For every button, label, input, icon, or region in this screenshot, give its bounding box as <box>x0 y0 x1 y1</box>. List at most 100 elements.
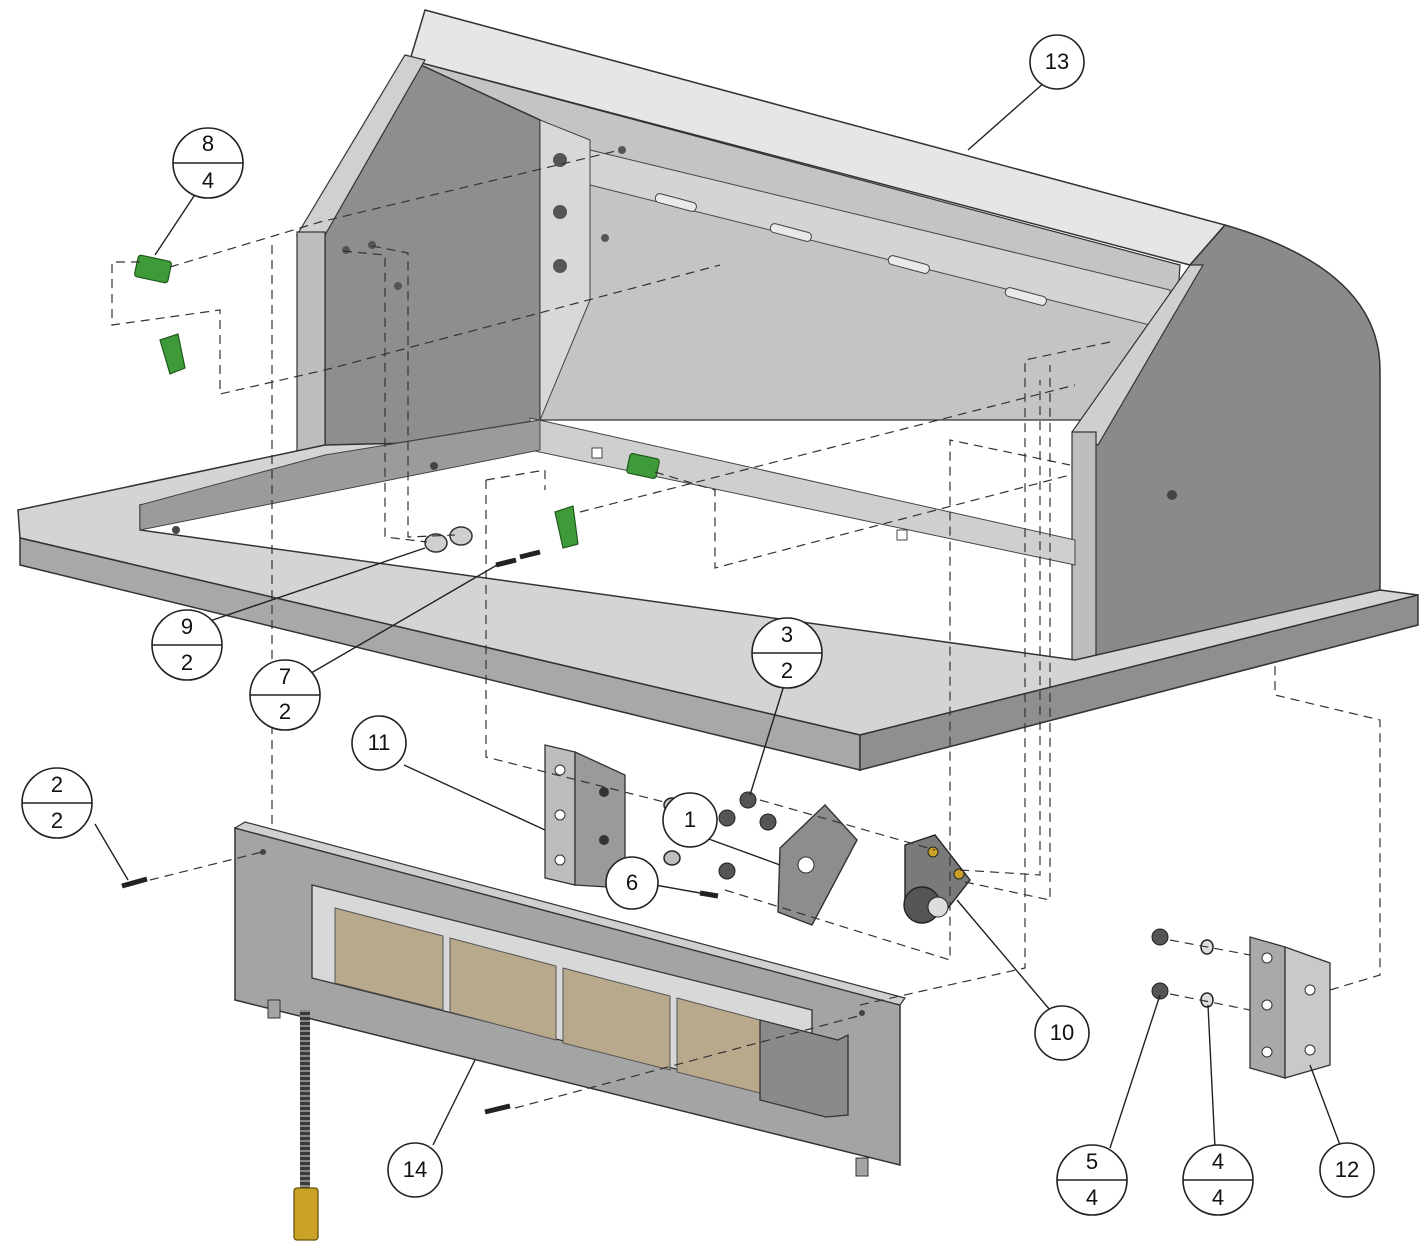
screw-head-3b <box>759 813 777 831</box>
hood-slots <box>654 193 1047 306</box>
clip-green-2 <box>159 333 186 375</box>
bracket-11-stud-2 <box>599 835 609 845</box>
clip-green-4 <box>554 505 579 549</box>
screw-head-1a <box>718 809 736 827</box>
callout-3-part: 3 <box>781 622 793 647</box>
bracket-11-hole-2 <box>554 809 566 821</box>
leader-lines <box>94 81 1341 1149</box>
callout-13-part: 13 <box>1045 49 1069 74</box>
brass-fitting <box>293 1187 319 1241</box>
grommet-2 <box>449 526 473 546</box>
callout-13: 13 <box>1029 34 1085 90</box>
callout-10: 10 <box>1034 1005 1090 1061</box>
callout-6-part: 6 <box>626 870 638 895</box>
clip-green-1 <box>134 254 172 284</box>
callout-14: 14 <box>387 1142 443 1198</box>
callout-12: 12 <box>1319 1142 1375 1198</box>
callout-4-part: 4 <box>1212 1149 1224 1174</box>
burner-panel-top-edge <box>233 821 906 1006</box>
callout-8-qty: 4 <box>202 168 214 193</box>
callout-1-part: 1 <box>684 807 696 832</box>
frame-hole-b <box>430 462 438 470</box>
hood-lower-rail <box>529 417 1076 566</box>
clip-green-3 <box>626 453 660 479</box>
base-frame <box>17 419 1419 771</box>
screw-6 <box>699 890 719 899</box>
callout-5-part: 5 <box>1086 1149 1098 1174</box>
hood-right-hole <box>1167 490 1177 500</box>
ignitor-assembly-10 <box>903 834 971 924</box>
callout-3-qty: 2 <box>781 658 793 683</box>
callout-4-qty: 4 <box>1212 1185 1224 1210</box>
frame-inner-left-wall <box>139 419 541 531</box>
bracket-12-hole-2 <box>1261 999 1273 1011</box>
screw-14 <box>484 1103 511 1115</box>
callout-8: 8 4 <box>172 127 244 199</box>
callout-11-part: 11 <box>368 730 391 755</box>
callout-6: 6 <box>605 856 659 910</box>
callout-9-part: 9 <box>181 614 193 639</box>
clip-parts <box>134 254 660 549</box>
bracket-11 <box>544 744 626 889</box>
ignitor-hub <box>927 896 949 918</box>
bracket-11-hole-3 <box>554 854 566 866</box>
rail-slot-a <box>591 447 603 459</box>
bracket-12-hole-3 <box>1261 1046 1273 1058</box>
mounting-plate <box>777 803 858 926</box>
hood-right-trim-post <box>1071 431 1097 661</box>
callout-8-part: 8 <box>202 131 214 156</box>
callout-2: 2 2 <box>21 767 93 839</box>
bolt-5a <box>1151 928 1169 946</box>
ignitor-terminal-1 <box>927 846 939 858</box>
bolt-5b <box>1151 982 1169 1000</box>
callout-5-qty: 4 <box>1086 1185 1098 1210</box>
grommet-1 <box>424 533 448 553</box>
small-hardware <box>424 526 541 568</box>
callout-2-part: 2 <box>51 772 63 797</box>
callout-9-qty: 2 <box>181 650 193 675</box>
bracket-12-hole-4 <box>1304 984 1316 996</box>
callout-7: 7 2 <box>249 659 321 731</box>
bracket-11-hole-1 <box>554 764 566 776</box>
bracket-12-hole-1 <box>1261 952 1273 964</box>
screw-7b <box>519 549 541 560</box>
bracket-12-group <box>1151 928 1331 1079</box>
ignitor-terminal-2 <box>953 868 965 880</box>
burner-end-cap <box>759 1019 849 1118</box>
callout-2-qty: 2 <box>51 808 63 833</box>
frame-hole-a <box>172 526 180 534</box>
burner-panel-hole-left <box>260 849 266 855</box>
burner-panel-hole-right <box>859 1010 865 1016</box>
callout-5: 5 4 <box>1056 1144 1128 1216</box>
callout-1: 1 <box>662 792 718 848</box>
bracket-12-hole-5 <box>1304 1044 1316 1056</box>
hood-left-side-panel <box>324 59 541 456</box>
burner-panel-14 <box>121 821 906 1241</box>
callout-7-qty: 2 <box>279 699 291 724</box>
hood-housing <box>295 9 1381 661</box>
callout-14-part: 14 <box>403 1157 427 1182</box>
frame-right-edge <box>859 594 1419 771</box>
screw-head-1b <box>718 862 736 880</box>
assembly-lines <box>111 149 1381 1109</box>
nut-1b <box>663 850 681 866</box>
callout-3: 3 2 <box>751 617 823 689</box>
callout-7-part: 7 <box>279 664 291 689</box>
burner-foot-left <box>267 999 281 1019</box>
hood-left-trim-post <box>296 231 326 455</box>
hood-right-trim <box>1071 264 1205 446</box>
callout-4: 4 4 <box>1182 1144 1254 1216</box>
bracket-12-side-flange <box>1284 946 1331 1079</box>
screw-7a <box>495 557 517 568</box>
callout-11: 11 <box>351 715 407 771</box>
callout-balloons: 13 8 4 9 2 7 2 3 2 <box>21 34 1375 1216</box>
rail-slot-b <box>896 529 908 541</box>
burner-foot-right <box>855 1157 869 1177</box>
callout-12-part: 12 <box>1335 1157 1359 1182</box>
callout-9: 9 2 <box>151 609 223 681</box>
mounting-plate-hole <box>797 856 815 874</box>
callout-10-part: 10 <box>1050 1020 1074 1045</box>
hood-right-side-panel <box>1094 224 1381 661</box>
screw-2 <box>121 876 148 889</box>
